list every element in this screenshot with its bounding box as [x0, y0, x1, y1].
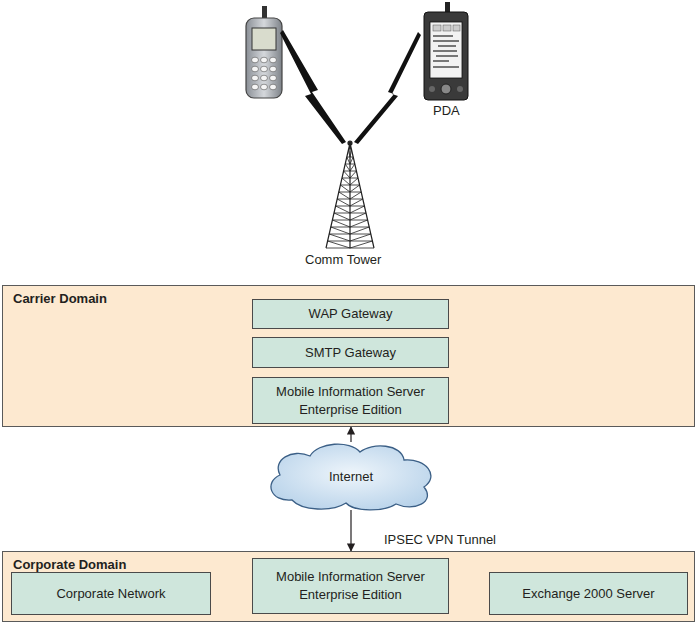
connector-arrow — [350, 427, 351, 442]
network-box: Corporate Network — [11, 572, 211, 615]
server-box: Mobile Information Server Enterprise Edi… — [252, 377, 449, 424]
box-label: Corporate Network — [56, 585, 165, 603]
radio-signal — [280, 30, 421, 144]
box-label: Exchange 2000 Server — [522, 585, 654, 603]
internet-cloud: Internet — [262, 440, 440, 512]
domain-title: Carrier Domain — [13, 291, 107, 306]
tunnel-label: IPSEC VPN Tunnel — [384, 532, 496, 547]
box-label: WAP Gateway — [309, 305, 393, 323]
domain-title: Corporate Domain — [13, 557, 126, 572]
gateway-box: WAP Gateway — [252, 299, 449, 329]
carrier-band: Carrier DomainWAP GatewaySMTP GatewayMob… — [2, 285, 695, 427]
mobile-phone — [246, 6, 282, 98]
box-label: Internet — [329, 469, 373, 484]
corporate-band: Corporate DomainCorporate Network Mobile … — [2, 551, 695, 622]
comm-tower — [326, 141, 374, 248]
connector-arrow — [350, 510, 351, 551]
server-box: Exchange 2000 Server — [489, 572, 688, 615]
box-label: SMTP Gateway — [305, 344, 396, 362]
gateway-box: SMTP Gateway — [252, 337, 449, 368]
device-label: PDA — [433, 103, 460, 118]
box-label: Mobile Information Server Enterprise Edi… — [261, 568, 440, 603]
server-box: Mobile Information Server Enterprise Edi… — [252, 558, 449, 614]
box-label: Mobile Information Server Enterprise Edi… — [261, 383, 440, 418]
pda-device — [424, 2, 468, 100]
tower-label: Comm Tower — [305, 252, 381, 267]
